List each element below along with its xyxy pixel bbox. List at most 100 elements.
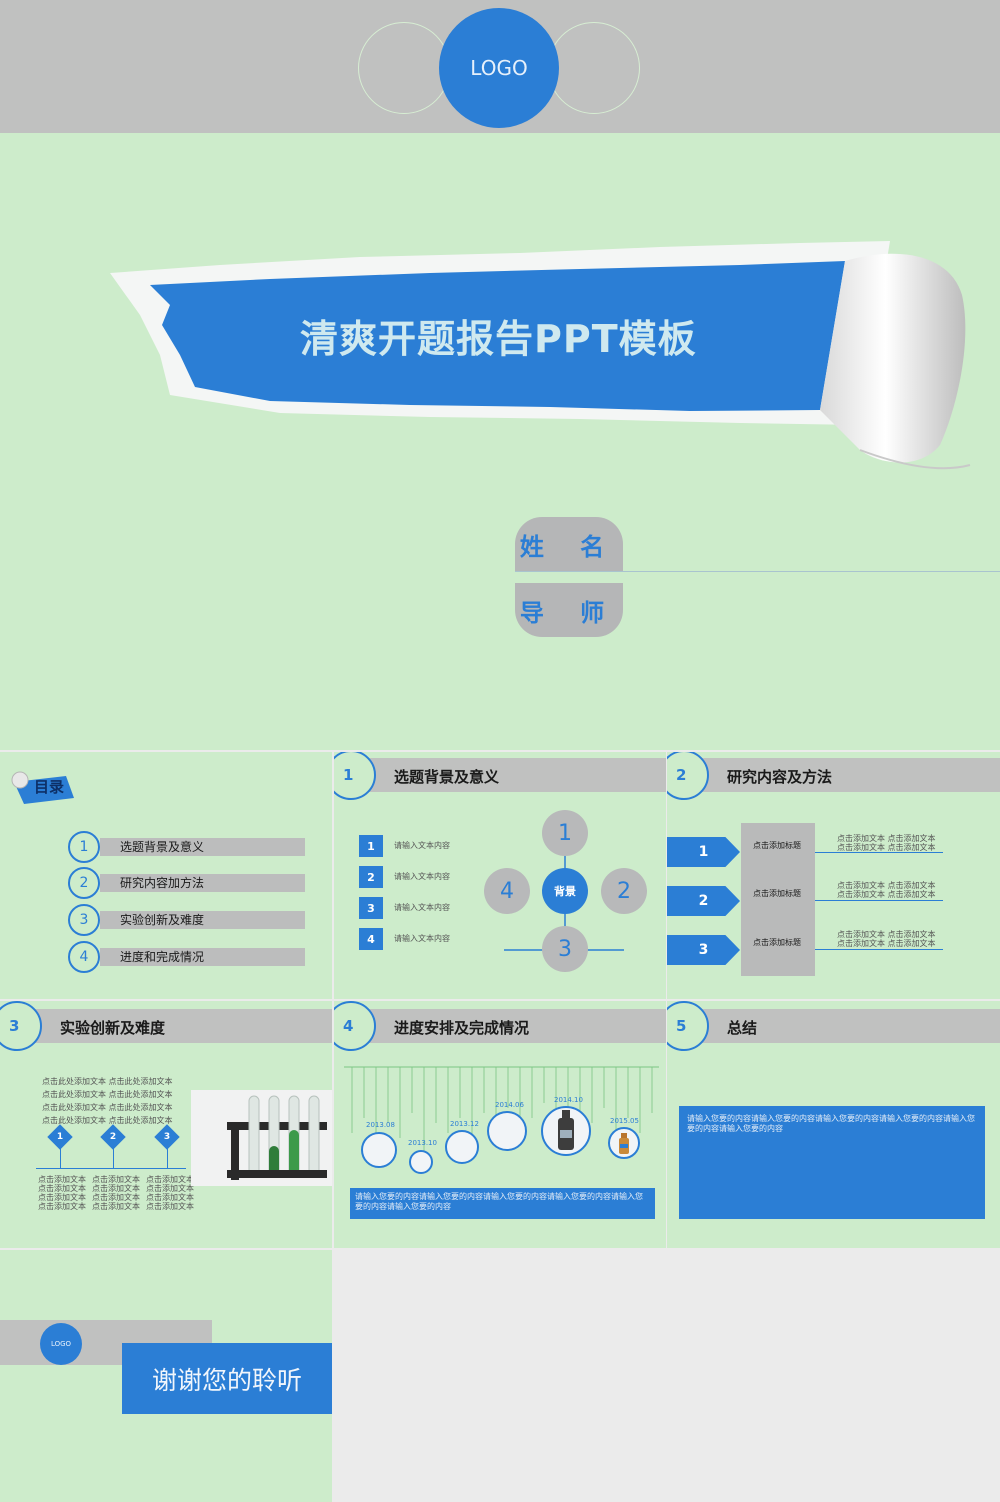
- slide-research-method: 2 研究内容及方法 1 点击添加标题 点击添加文本 点击添加文本 点击添加文本 …: [667, 752, 1000, 999]
- toc-item-label: 实验创新及难度: [120, 913, 205, 927]
- slide-background-meaning: 1 选题背景及意义 1 请输入文本内容 2 请输入文本内容 3 请输入文本内容 …: [334, 752, 666, 999]
- row-title-3: 点击添加标题: [753, 938, 801, 947]
- text-line: 点击添加文本: [146, 1175, 194, 1184]
- title-column: [741, 823, 815, 976]
- slide-title: 研究内容及方法: [727, 768, 833, 786]
- node-1: 1: [542, 810, 588, 856]
- column-text-3: 点击添加文本点击添加文本点击添加文本点击添加文本: [146, 1175, 194, 1211]
- slide-title: 实验创新及难度: [60, 1019, 166, 1037]
- timeline-node-1: [361, 1132, 397, 1168]
- slide-number-badge: [667, 1001, 709, 1051]
- list-text-4: 请输入文本内容: [394, 934, 450, 943]
- row-text-1a: 点击添加文本 点击添加文本: [837, 834, 936, 843]
- toc-item-3[interactable]: 实验创新及难度: [100, 911, 305, 929]
- toc-item-2[interactable]: 研究内容加方法: [100, 874, 305, 892]
- column-text-2: 点击添加文本点击添加文本点击添加文本点击添加文本: [92, 1175, 140, 1211]
- toc-num-4: 4: [68, 941, 100, 973]
- toc-slide: 目录 选题背景及意义 1 研究内容加方法 2 实验创新及难度 3 进度和完成情况…: [0, 752, 332, 999]
- marker-label-1: 1: [56, 1132, 64, 1142]
- end-logo: LOGO: [40, 1323, 82, 1365]
- toc-item-label: 选题背景及意义: [120, 840, 205, 854]
- slide-title: 选题背景及意义: [394, 768, 500, 786]
- toc-item-label: 研究内容加方法: [120, 876, 205, 890]
- text-line: 点击添加文本: [38, 1193, 86, 1202]
- text-line: 点击添加文本: [92, 1184, 140, 1193]
- row-line-3: [815, 949, 943, 950]
- marker-label-3: 3: [163, 1132, 171, 1142]
- timeline-node-3: [445, 1130, 479, 1164]
- slide-number: 5: [676, 1017, 687, 1035]
- marker-stem-2: [113, 1147, 114, 1168]
- marker-stem-3: [167, 1147, 168, 1168]
- logo-text: LOGO: [470, 56, 528, 80]
- vial-icon: [619, 1133, 629, 1154]
- toc-num-2: 2: [68, 867, 100, 899]
- name-label: 姓 名: [515, 517, 623, 571]
- year-label-4: 2014.06: [495, 1101, 524, 1109]
- node-2: 2: [601, 868, 647, 914]
- thanks-text: 谢谢您的聆听: [122, 1343, 332, 1414]
- year-label-6: 2015.05: [610, 1117, 639, 1125]
- test-tube-photo: [191, 1090, 332, 1186]
- end-slide: LOGO 谢谢您的聆听: [0, 1250, 332, 1502]
- row-arrow-1: 1: [667, 837, 740, 867]
- toc-item-label: 进度和完成情况: [120, 950, 205, 964]
- toc-heading: 目录: [34, 778, 65, 796]
- list-num-2: 2: [359, 866, 383, 888]
- main-title: 清爽开题报告PPT模板: [300, 317, 697, 361]
- center-node: 背景: [542, 868, 588, 914]
- slide-title: 总结: [727, 1019, 758, 1037]
- toc-num-3: 3: [68, 904, 100, 936]
- logo-badge: LOGO: [439, 8, 559, 128]
- year-label-2: 2013.10: [408, 1139, 437, 1147]
- slide-number: 2: [676, 766, 687, 784]
- row-arrow-2: 2: [667, 886, 740, 916]
- row-title-2: 点击添加标题: [753, 889, 801, 898]
- text-line: 点击添加文本: [92, 1193, 140, 1202]
- toc-item-1[interactable]: 选题背景及意义: [100, 838, 305, 856]
- row-line-1: [815, 852, 943, 853]
- row-text-3b: 点击添加文本 点击添加文本: [837, 939, 936, 948]
- slide-header-bar: [334, 1009, 666, 1043]
- slide-number: 4: [343, 1017, 354, 1035]
- title-slide: LOGO 清爽开题报告PPT模板 姓 名 导 师: [0, 0, 1000, 750]
- slide-number-badge: [334, 752, 376, 800]
- advisor-label: 导 师: [515, 583, 623, 637]
- progress-description: 请输入您要的内容请输入您要的内容请输入您要的内容请输入您要的内容请输入您要的内容…: [350, 1188, 655, 1219]
- year-label-3: 2013.12: [450, 1120, 479, 1128]
- text-line: 点击添加文本: [38, 1202, 86, 1211]
- decor-ring-left: [358, 22, 450, 114]
- slide-header-bar: [0, 1009, 332, 1043]
- bottle-icon: [558, 1110, 574, 1150]
- list-text-1: 请输入文本内容: [394, 841, 450, 850]
- marker-baseline: [36, 1168, 186, 1169]
- toc-item-4[interactable]: 进度和完成情况: [100, 948, 305, 966]
- summary-box: 请输入您要的内容请输入您要的内容请输入您要的内容请输入您要的内容请输入您要的内容…: [679, 1106, 985, 1219]
- marker-label-2: 2: [109, 1132, 117, 1142]
- list-text-2: 请输入文本内容: [394, 872, 450, 881]
- row-text-3a: 点击添加文本 点击添加文本: [837, 930, 936, 939]
- name-underline: [515, 571, 1000, 572]
- list-text-3: 请输入文本内容: [394, 903, 450, 912]
- list-num-1: 1: [359, 835, 383, 857]
- slide-title: 进度安排及完成情况: [394, 1019, 530, 1037]
- year-label-5: 2014.10: [554, 1096, 583, 1104]
- timeline-node-4: [487, 1111, 527, 1151]
- slide-number-badge: [0, 1001, 42, 1051]
- slide-number: 1: [343, 766, 354, 784]
- year-label-1: 2013.08: [366, 1121, 395, 1129]
- text-line: 点击此处添加文本 点击此处添加文本: [42, 1116, 173, 1125]
- slide-number-badge: [667, 752, 709, 800]
- text-line: 点击添加文本: [146, 1184, 194, 1193]
- slide-header-bar: [334, 758, 666, 792]
- row-arrow-3: 3: [667, 935, 740, 965]
- row-line-2: [815, 900, 943, 901]
- text-line: 点击添加文本: [92, 1202, 140, 1211]
- column-text-1: 点击添加文本点击添加文本点击添加文本点击添加文本: [38, 1175, 86, 1211]
- text-line: 点击此处添加文本 点击此处添加文本: [42, 1077, 173, 1086]
- row-text-2b: 点击添加文本 点击添加文本: [837, 890, 936, 899]
- text-line: 点击添加文本: [146, 1193, 194, 1202]
- slide-summary: 5 总结 请输入您要的内容请输入您要的内容请输入您要的内容请输入您要的内容请输入…: [667, 1001, 1000, 1248]
- slide-progress: 4 进度安排及完成情况 2013.08 2013.10 2013.12 2014…: [334, 1001, 666, 1248]
- text-line: 点击添加文本: [38, 1184, 86, 1193]
